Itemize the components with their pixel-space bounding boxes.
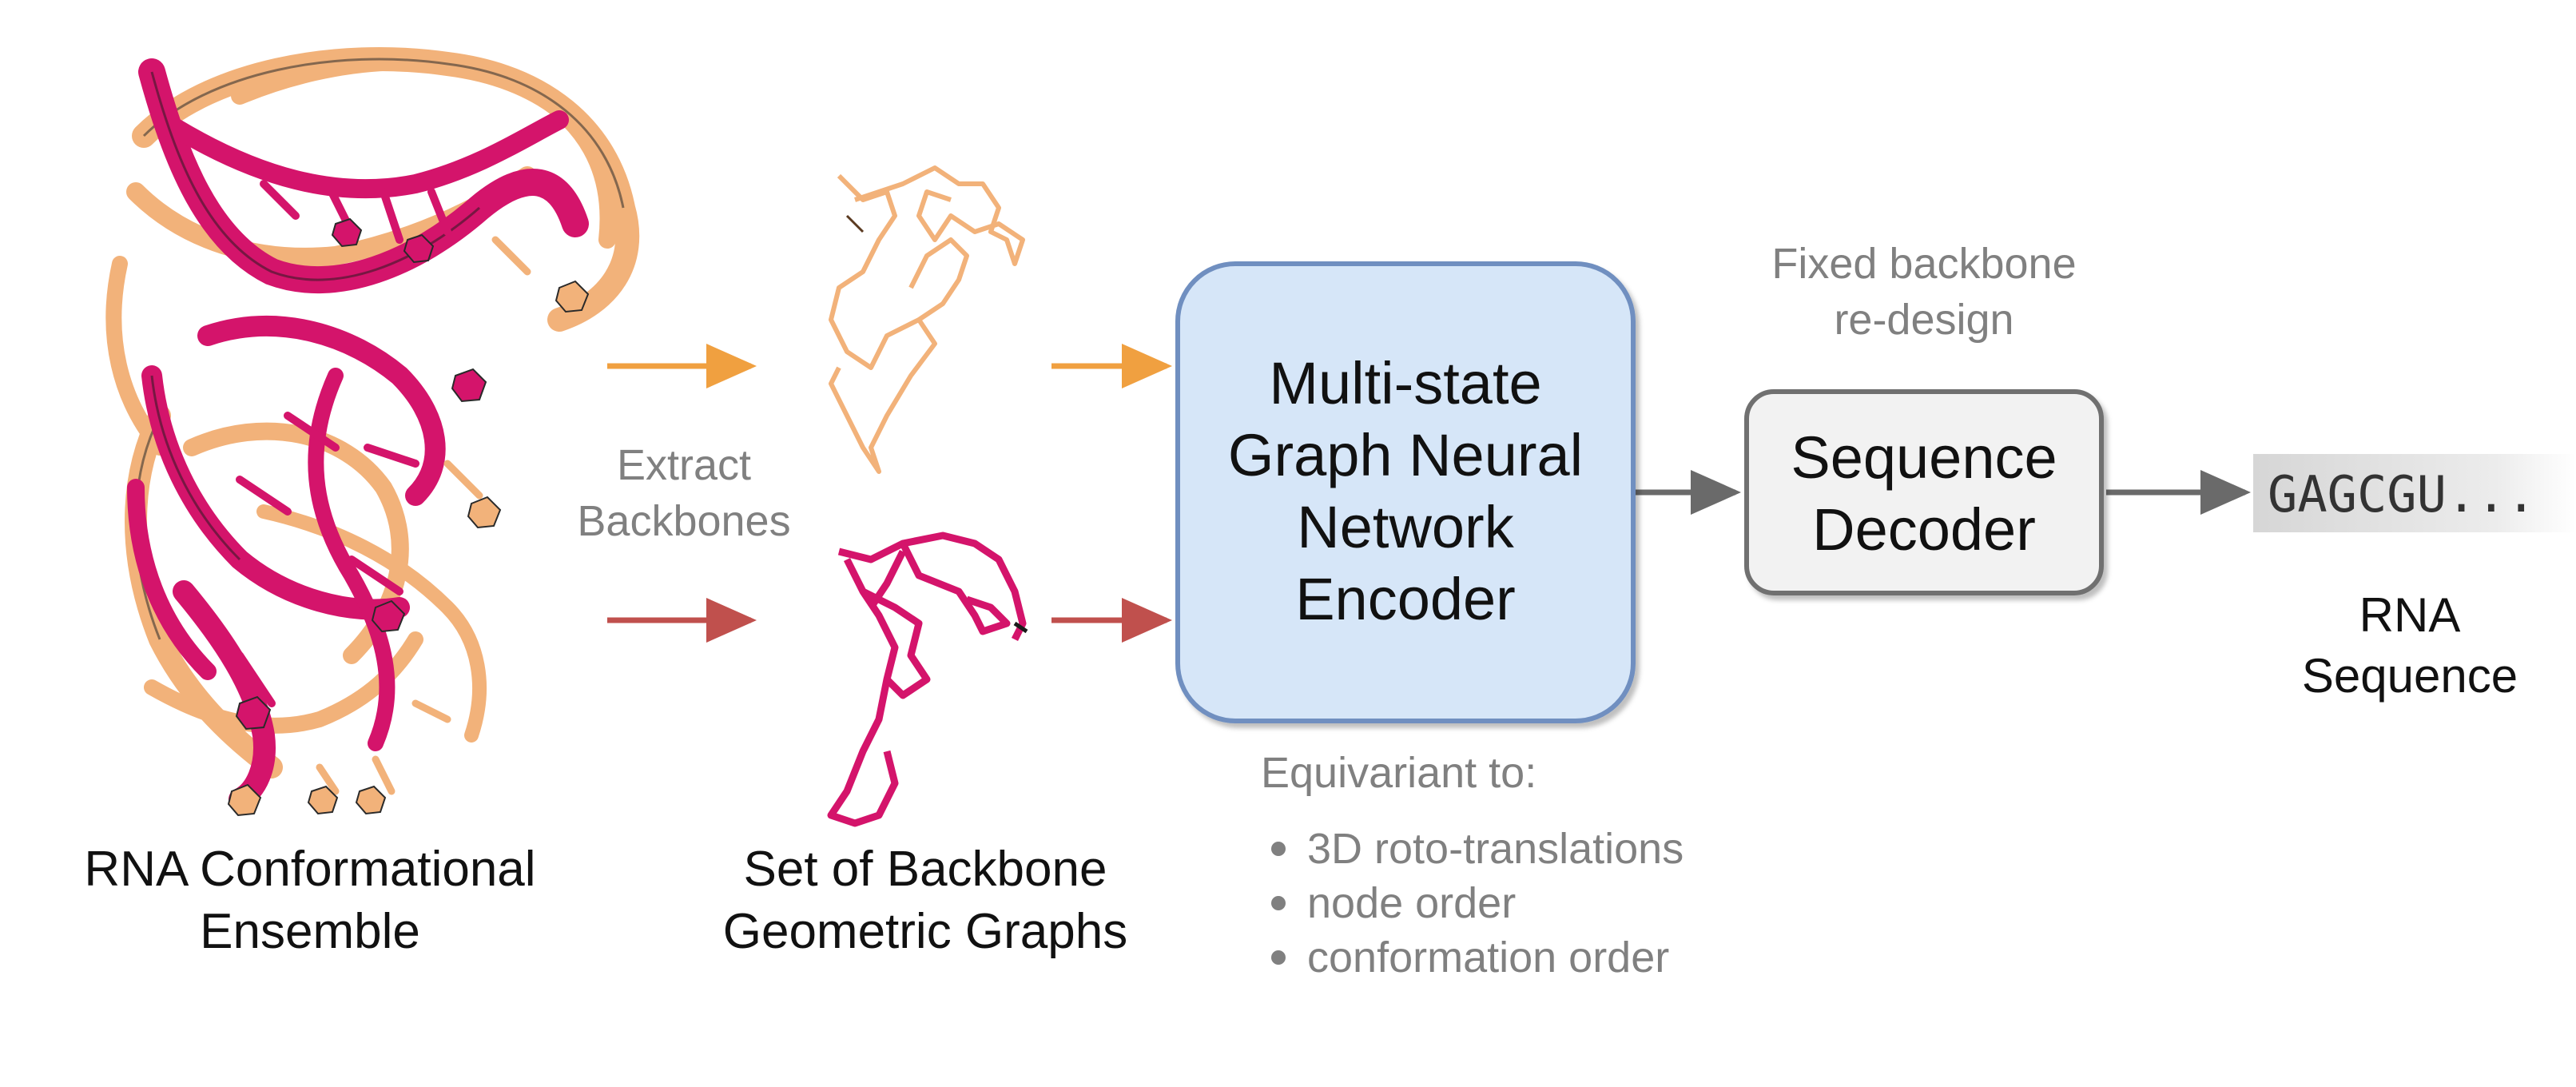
sequence-output-text: GAGCGU... xyxy=(2268,465,2536,524)
graphs-label-line-2: Geometric Graphs xyxy=(723,904,1128,959)
encoder-box xyxy=(1175,261,1636,723)
sequence-label-line-1: RNA xyxy=(2359,588,2461,642)
equivariance-item-2: node order xyxy=(1307,879,1516,927)
decoder-line-1: Sequence xyxy=(1791,424,2057,491)
encoder-line-1: Multi-state xyxy=(1269,350,1541,416)
decoder-box xyxy=(1744,389,2104,595)
extract-label-line-1: Extract xyxy=(617,441,751,489)
rna-ensemble-icon xyxy=(105,47,640,817)
equivariance-item-1: 3D roto-translations xyxy=(1307,825,1684,873)
sequence-label-line-2: Sequence xyxy=(2302,649,2518,703)
redesign-label-line-1: Fixed backbone xyxy=(1771,240,2076,288)
encoder-line-2: Graph Neural xyxy=(1228,422,1583,488)
bullet-3 xyxy=(1271,950,1286,965)
backbone-graph-orange-icon xyxy=(829,165,1025,474)
equivariance-item-3: conformation order xyxy=(1307,934,1669,981)
encoder-line-3: Network xyxy=(1297,494,1514,560)
redesign-label-line-2: re-design xyxy=(1834,296,2013,344)
extract-label-line-2: Backbones xyxy=(577,497,790,545)
bullet-2 xyxy=(1271,896,1286,910)
graphs-label-line-1: Set of Backbone xyxy=(744,842,1107,897)
ensemble-label-line-1: RNA Conformational xyxy=(84,842,535,897)
backbone-graph-magenta-icon xyxy=(827,532,1028,827)
ensemble-label-line-2: Ensemble xyxy=(200,904,420,959)
decoder-line-2: Decoder xyxy=(1812,496,2036,563)
bullet-1 xyxy=(1271,842,1286,856)
sequence-output-box xyxy=(2253,454,2576,532)
encoder-line-4: Encoder xyxy=(1295,566,1516,632)
equivariance-heading: Equivariant to: xyxy=(1261,749,1536,797)
